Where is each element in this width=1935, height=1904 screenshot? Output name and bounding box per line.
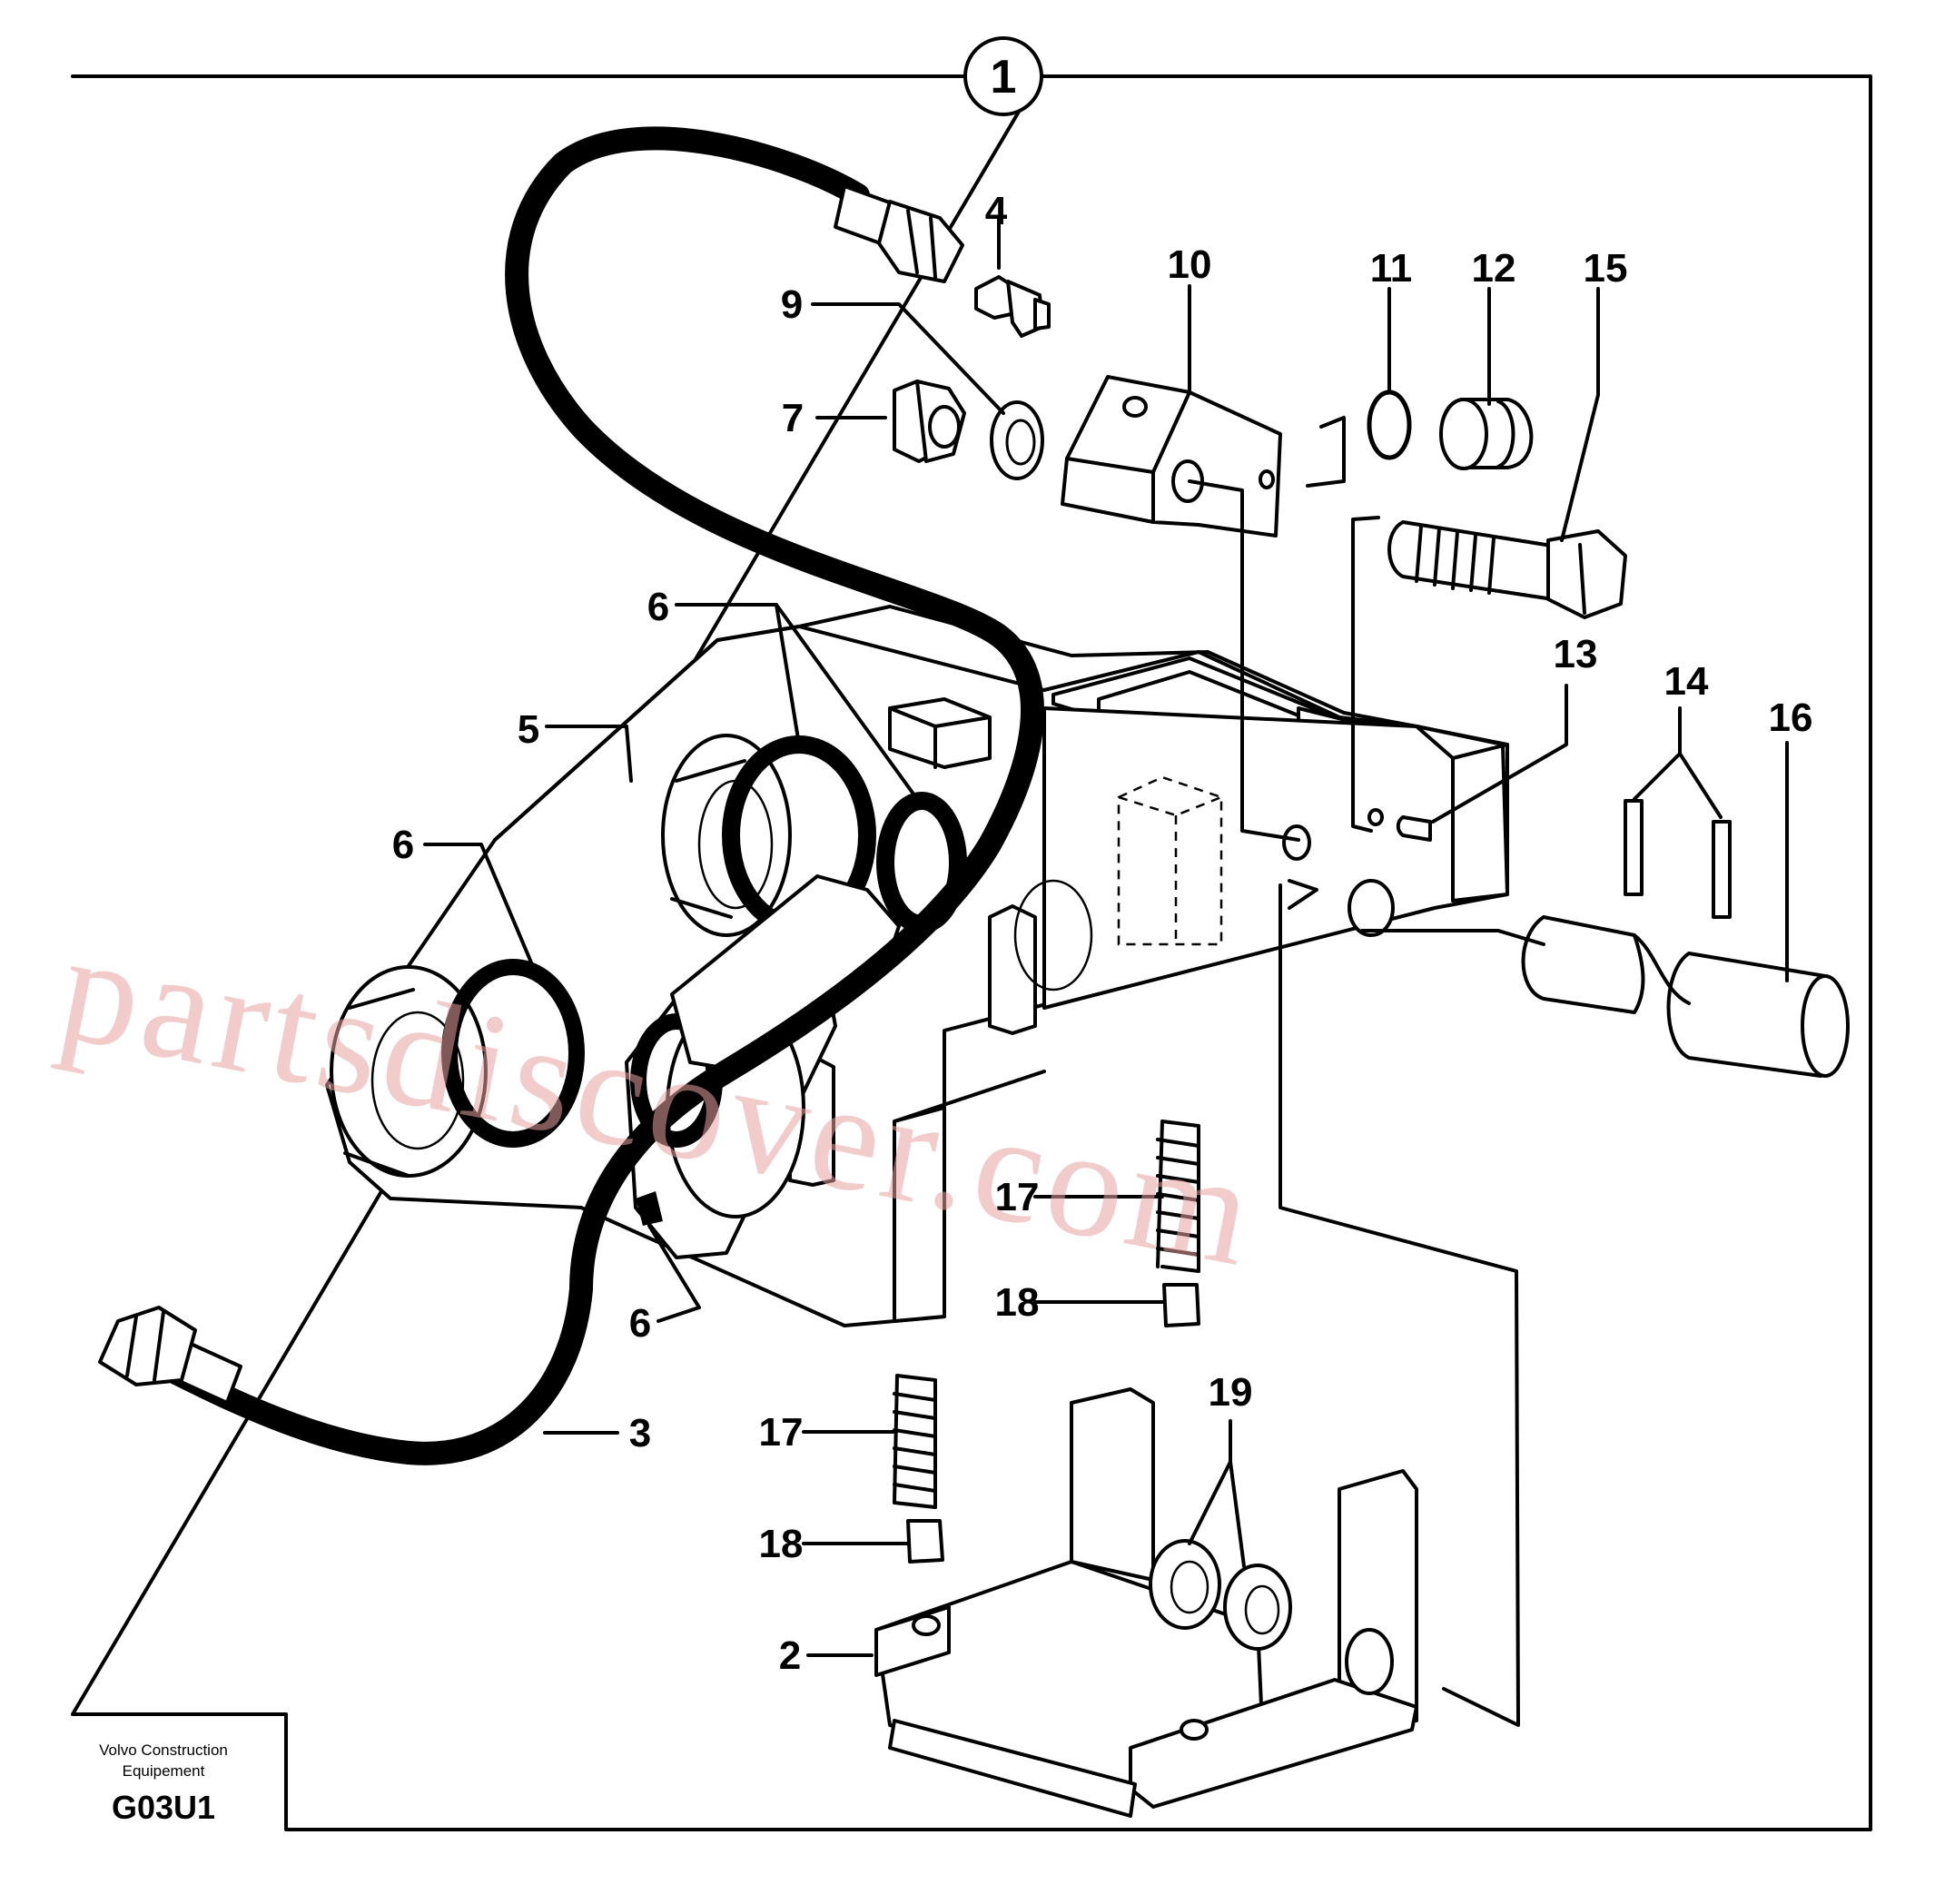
callout-18-lower: 18	[759, 1522, 804, 1566]
roll-pins-part-14	[1624, 799, 1732, 919]
hose-fitting-bottom	[98, 1306, 242, 1405]
callout-3: 3	[629, 1411, 651, 1455]
hose-fitting-top	[834, 184, 964, 283]
callout-11: 11	[1370, 246, 1413, 291]
publisher-name: Volvo Construction	[99, 1741, 228, 1759]
base-plate-part-2	[874, 1387, 1418, 1818]
spacer-part-18-upper	[1162, 1283, 1200, 1327]
callout-12: 12	[1472, 246, 1516, 291]
diagram-frame	[71, 74, 1872, 1831]
pin-part-13	[1396, 815, 1432, 842]
spacer-part-18-lower	[906, 1519, 944, 1564]
callout-17-lower: 17	[759, 1410, 804, 1455]
callout-6-left: 6	[392, 823, 414, 867]
callout-6-upper: 6	[647, 585, 669, 629]
reference-badge: 1	[963, 36, 1043, 116]
callout-18-upper: 18	[995, 1280, 1040, 1325]
spring-part-17-upper	[1156, 1120, 1200, 1273]
callout-labels: 4 9 7 10 11 12 15 6 5 6 13 14 16 17 18 6…	[392, 189, 1813, 1678]
callout-9: 9	[781, 282, 803, 327]
publisher-block: Volvo Construction Equipement G03U1	[99, 1741, 228, 1826]
callout-6-lower: 6	[629, 1301, 651, 1346]
hydraulic-hose	[98, 126, 1044, 1465]
washer-part-9	[990, 400, 1044, 480]
callout-14: 14	[1664, 659, 1709, 704]
callout-7: 7	[782, 396, 804, 440]
callout-16: 16	[1769, 696, 1813, 740]
leader-lines	[423, 216, 1789, 1727]
callout-13: 13	[1554, 632, 1598, 676]
nut-part-7	[893, 380, 966, 463]
shaft-part-16	[1521, 915, 1850, 1078]
o-ring-part-11	[1367, 390, 1412, 460]
publisher-name-line2: Equipement	[123, 1762, 205, 1780]
callout-2: 2	[779, 1633, 801, 1678]
callout-4: 4	[985, 189, 1008, 233]
callout-17-upper: 17	[995, 1175, 1040, 1219]
callout-19: 19	[1209, 1370, 1253, 1415]
callout-15: 15	[1584, 246, 1628, 291]
callout-5: 5	[518, 707, 539, 752]
adapter-part-4	[974, 275, 1051, 338]
callout-10: 10	[1168, 242, 1212, 287]
bolt-part-15	[1387, 520, 1627, 619]
reference-number: 1	[991, 51, 1017, 104]
figure-code: G03U1	[112, 1789, 215, 1826]
valve-block-part-10	[1061, 375, 1282, 538]
spring-part-17-lower	[893, 1374, 937, 1509]
plug-part-12	[1439, 398, 1534, 470]
